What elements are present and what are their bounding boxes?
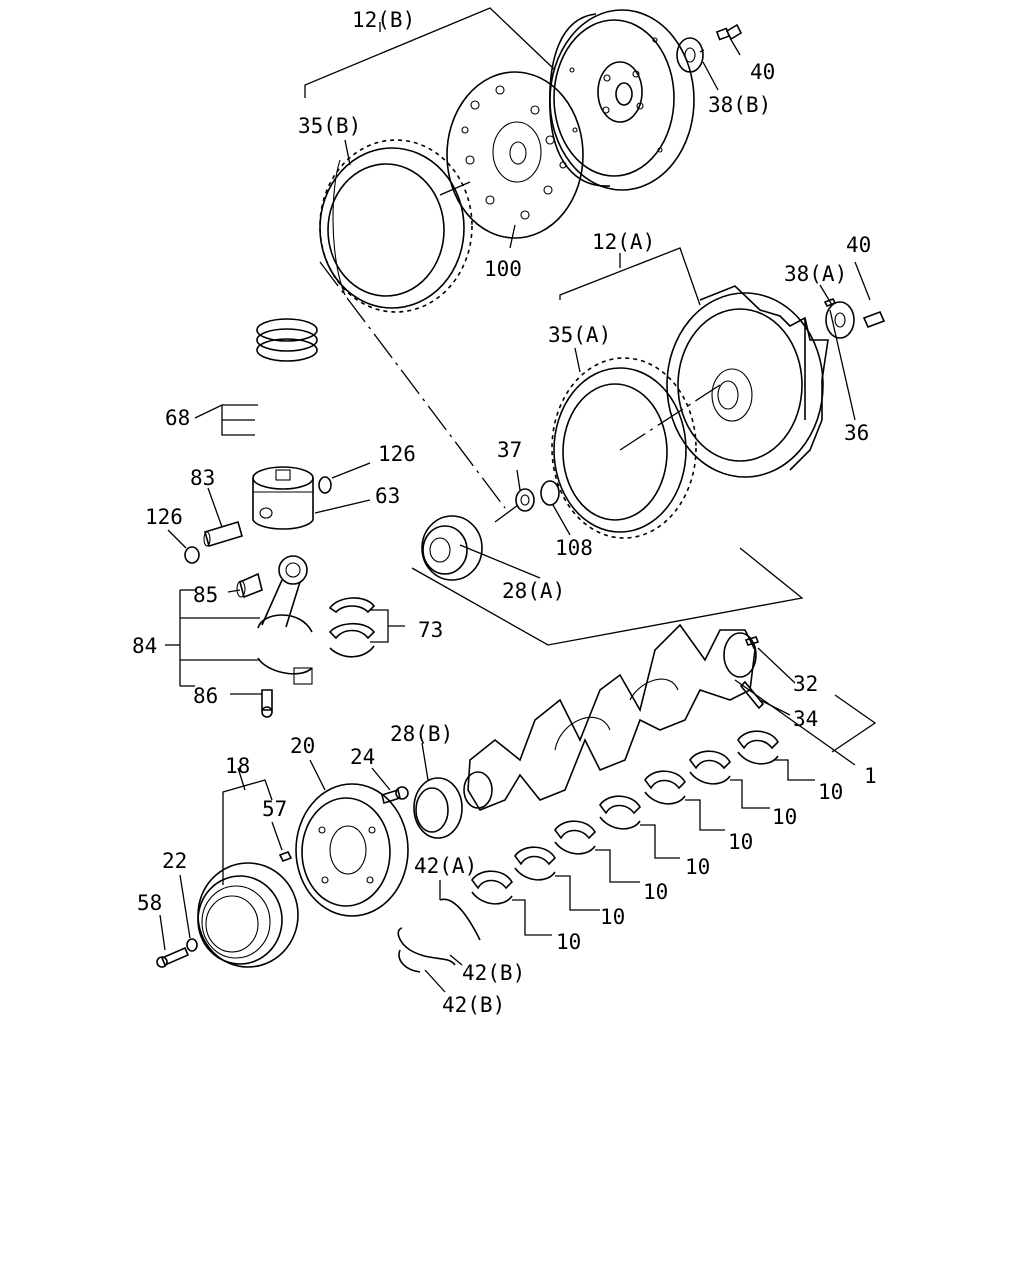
piston-pin-83 — [203, 520, 243, 548]
pin-57 — [278, 850, 293, 863]
bolt-86 — [261, 689, 273, 718]
washer-22 — [186, 938, 198, 952]
rod-bearing-73 — [328, 597, 376, 658]
washer-38b — [676, 37, 705, 73]
label-38b: 38(B) — [708, 93, 771, 117]
label-32: 32 — [793, 672, 818, 696]
gear-28a — [421, 515, 483, 581]
pin-36 — [823, 297, 837, 308]
bolt-40-top — [715, 23, 743, 41]
pin-32 — [744, 636, 760, 646]
part-labels: 12(B) 40 38(B) 35(B) 100 12(A) 40 38(A) … — [132, 8, 877, 1017]
crankshaft-1 — [463, 623, 757, 811]
bearing-37 — [515, 488, 535, 512]
label-10-1: 10 — [818, 780, 843, 804]
label-40-mid: 40 — [846, 233, 871, 257]
reference-line-flywheel-a — [619, 384, 721, 451]
connecting-rod-84 — [257, 555, 313, 685]
gear-28b — [413, 777, 463, 839]
damper-pulley-20 — [295, 783, 409, 917]
label-12a: 12(A) — [592, 230, 655, 254]
leader-lines — [159, 7, 877, 993]
label-84: 84 — [132, 634, 157, 658]
flywheel-b — [548, 9, 695, 191]
bolt-40-mid — [862, 310, 886, 329]
piston-63 — [252, 466, 314, 530]
bolt-24 — [381, 786, 409, 805]
label-86: 86 — [193, 684, 218, 708]
label-63: 63 — [375, 484, 400, 508]
label-10-6: 10 — [600, 905, 625, 929]
ring-gear-35b — [319, 139, 473, 313]
label-73: 73 — [418, 618, 443, 642]
bolt-58 — [156, 946, 190, 968]
main-bearings-10 — [471, 730, 779, 905]
label-36: 36 — [844, 421, 869, 445]
label-58: 58 — [137, 891, 162, 915]
label-68: 68 — [165, 406, 190, 430]
thrust-washers-42 — [397, 898, 481, 973]
label-24: 24 — [350, 745, 375, 769]
label-126-left: 126 — [145, 505, 183, 529]
label-10-2: 10 — [772, 805, 797, 829]
flywheel-a — [666, 285, 829, 478]
label-22: 22 — [162, 849, 187, 873]
ring-gear-35a — [551, 357, 697, 539]
label-12b: 12(B) — [352, 8, 415, 32]
label-37: 37 — [497, 438, 522, 462]
label-10-5: 10 — [643, 880, 668, 904]
pulley-18 — [197, 862, 299, 968]
label-42a: 42(A) — [414, 854, 477, 878]
ring-108 — [540, 480, 560, 506]
label-1: 1 — [864, 764, 877, 788]
label-35a: 35(A) — [548, 323, 611, 347]
label-10-3: 10 — [728, 830, 753, 854]
label-35b: 35(B) — [298, 114, 361, 138]
flexplate-100 — [446, 71, 584, 239]
label-57: 57 — [262, 797, 287, 821]
label-20: 20 — [290, 734, 315, 758]
label-10-4: 10 — [685, 855, 710, 879]
label-108: 108 — [555, 536, 593, 560]
label-34: 34 — [793, 707, 818, 731]
label-28a: 28(A) — [502, 579, 565, 603]
snap-ring-126 — [184, 476, 332, 564]
label-18: 18 — [225, 754, 250, 778]
label-100: 100 — [484, 257, 522, 281]
label-83: 83 — [190, 466, 215, 490]
label-40-top: 40 — [750, 60, 775, 84]
label-10-7: 10 — [556, 930, 581, 954]
bushing-85 — [236, 572, 263, 599]
label-42b-1: 42(B) — [462, 961, 525, 985]
reference-line-ring-gear-b — [319, 261, 506, 509]
label-85: 85 — [193, 583, 218, 607]
washer-38a — [825, 301, 855, 339]
label-126-right: 126 — [378, 442, 416, 466]
piston-rings-68 — [256, 318, 318, 362]
label-28b: 28(B) — [390, 722, 453, 746]
label-38a: 38(A) — [784, 262, 847, 286]
label-42b-2: 42(B) — [442, 993, 505, 1017]
